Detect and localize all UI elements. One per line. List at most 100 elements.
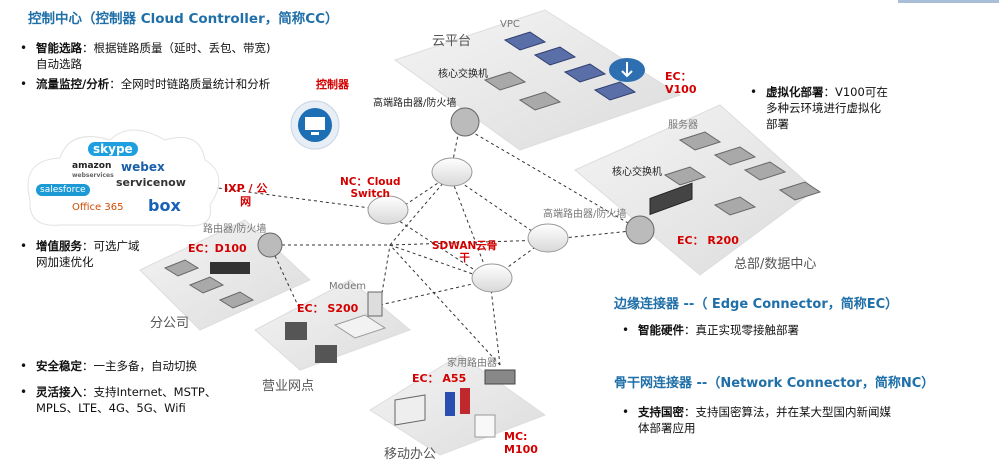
sdwan-text: SDWAN云骨 [432,240,498,252]
bullet-title: 智能选路 [36,41,82,55]
bullet-title: 流量监控/分析 [36,77,110,91]
bullet-smart-routing: • 智能选路：根据链路质量（延时、丢包、带宽) 自动选路 [20,40,336,72]
server-label: 服务器 [668,120,698,131]
bullet-title: 灵活接入 [36,385,82,399]
bullet-text-cont: 自动选路 [36,57,82,71]
ec-d100-label: EC：D100 [188,242,247,255]
skype-logo: skype [88,142,138,156]
mc-m100-text-cont: M100 [504,443,538,456]
ec-s200-label: EC： S200 [297,302,359,315]
page-title: 控制中心（控制器 Cloud Controller，简称CC） [28,11,339,27]
bullet-text: ：支持国密算法，并在某大型国内新闻媒 [684,405,891,419]
bullet-text: ：可选广域 [82,239,140,253]
bullet-value-added: • 增值服务：可选广域 网加速优化 [20,238,196,270]
bullet-national-crypto: • 支持国密：支持国密算法，并在某大型国内新闻媒 体部署应用 [622,404,988,436]
bullet-text-cont: 体部署应用 [638,421,696,435]
top-right-bar [898,0,999,3]
bullet-text: ：根据链路质量（延时、丢包、带宽) [82,41,271,55]
salesforce-logo: salesforce [36,184,90,196]
sdwan-text-cont: 干 [459,252,470,264]
bullet-dot: • [750,85,758,99]
ec-r200-device [649,182,693,216]
bullet-title: 增值服务 [36,239,82,253]
bullet-text-cont: MPLS、LTE、4G、5G、Wifi [36,401,186,415]
branch-switches [163,259,255,309]
ixp-label: IXP / 公网 [224,182,267,208]
edge-router-cloud-label: 高端路由器/防火墙 [373,98,457,109]
ec-v100-text: EC： [665,70,692,83]
ec-s200-device [333,314,387,339]
backbone-cloud-bottom [471,263,513,293]
bullet-text-cont: 多种云环境进行虚拟化 [766,101,881,115]
bullet-dot: • [20,77,28,91]
vpc-label: VPC [500,19,520,30]
bullet-dot: • [622,405,630,419]
cloud-switches [483,71,562,111]
phone-white [474,414,496,438]
ec-v100-text-cont: V100 [665,83,697,96]
cloud-platform-label: 云平台 [432,34,472,49]
ec-section-title: 边缘连接器 --（ Edge Connector，简称EC） [614,297,899,312]
bullet-title: 智能硬件 [638,323,684,337]
ec-a55-label: EC： A55 [412,372,467,385]
bullet-smart-hardware: • 智能硬件：真正实现零接触部署 [622,322,938,338]
branch-zone-label: 分公司 [150,316,190,331]
box-logo: box [148,196,181,215]
branch-router-label: 路由器/防火墙 [203,224,267,235]
bullet-virtualization: • 虚拟化部署：V100可在 多种云环境进行虚拟化 部署 [750,84,966,132]
branch-router [257,232,283,258]
amazon-text: amazon [72,161,112,171]
ixp-text: IXP / 公 [224,182,268,195]
bullet-title: 虚拟化部署 [766,85,824,99]
ixp-text-cont: 网 [240,195,252,208]
bullet-text: ：支持Internet、MSTP、 [82,385,217,399]
edge-router-hq-label: 高端路由器/防火墙 [543,209,627,220]
sdwan-label: SDWAN云骨干 [432,240,497,264]
laptop-device [394,394,426,426]
controller-label: 控制器 [316,78,349,91]
amazon-sub-text: webservices [72,172,114,179]
bullet-dot: • [20,41,28,55]
bullet-text: ：真正实现零接触部署 [684,323,799,337]
mobile-zone-label: 移动办公 [384,447,437,462]
saas-cloud-shape [27,129,220,227]
webex-logo: webex [121,160,165,174]
nc-cloud [367,195,409,225]
bullet-traffic-monitor: • 流量监控/分析：全网时时链路质量统计和分析 [20,76,336,92]
hq-switches [663,131,822,216]
backbone-cloud-right [527,223,569,253]
mobile-zone [369,354,547,456]
bullet-dot: • [20,239,28,253]
ec-r200-label: EC： R200 [677,234,739,247]
nc-text: NC：Cloud [340,176,401,188]
bullet-text-cont: 部署 [766,117,789,131]
office365-logo: Office 365 [72,202,124,213]
ec-d100-device [210,262,250,274]
bullet-stability: • 安全稳定：一主多备，自动切换 [20,358,276,374]
bullet-text: ：一主多备，自动切换 [82,359,197,373]
vpc-servers [503,31,637,101]
servicenow-logo: servicenow [116,176,186,189]
nc-text-cont: Switch [350,188,391,200]
outlet-pc-1 [285,322,307,340]
phone-red [460,388,470,414]
bullet-text: ：全网时时链路质量统计和分析 [109,77,271,91]
bullet-text-cont: 网加速优化 [36,255,94,269]
bullet-text: ：V100可在 [823,85,888,99]
home-router-label: 家用路由器 [447,358,497,369]
bullet-dot: • [622,323,630,337]
hq-zone-label: 总部/数据中心 [734,257,817,272]
core-switch-cloud-label: 核心交换机 [438,69,488,80]
cloud-edge-router [450,107,480,137]
modem-device [367,291,383,317]
outlet-pc-2 [315,345,337,363]
bullet-title: 支持国密 [638,405,684,419]
hq-edge-router [625,215,655,245]
nc-section-title: 骨干网连接器 --（Network Connector，简称NC） [614,376,935,391]
ec-v100-label: EC：V100 [665,70,696,96]
bullet-title: 安全稳定 [36,359,82,373]
mc-m100-label: MC:M100 [504,430,538,456]
bullet-dot: • [20,385,28,399]
